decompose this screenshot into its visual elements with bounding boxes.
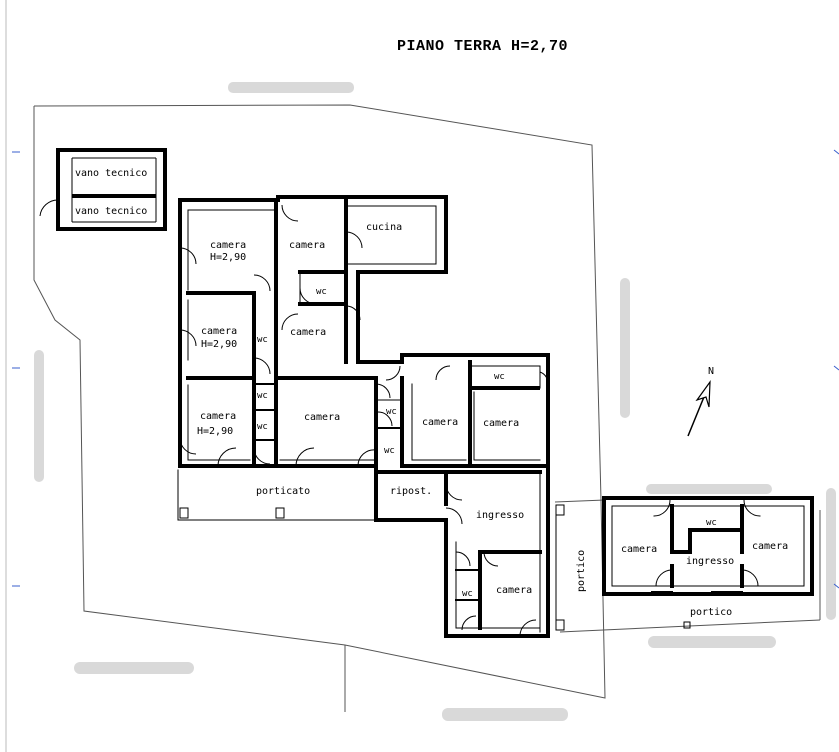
door-swings	[179, 204, 549, 637]
area-label-portico-vertical: portico	[576, 550, 587, 592]
room-label-wc-g: wc	[494, 372, 505, 382]
room-label-wc-h: wc	[462, 589, 473, 599]
room-label-wc-e: wc	[386, 407, 397, 417]
room-label-cucina: cucina	[366, 222, 402, 233]
room-label-camera-g: camera	[422, 417, 458, 428]
property-boundary	[33, 104, 606, 699]
room-label-camera-i: camera	[496, 585, 532, 596]
room-label-camera-h: camera	[483, 418, 519, 429]
room-label-wc-c: wc	[257, 391, 268, 401]
room-label-ingresso: ingresso	[476, 510, 524, 521]
room-label-wc-b: wc	[257, 335, 268, 345]
room-height-camera-c: H=2,90	[197, 426, 233, 437]
annex-walls	[602, 496, 814, 629]
room-label-vano-tecnico-1: vano tecnico	[75, 168, 147, 179]
room-label-wc-a: wc	[316, 287, 327, 297]
north-arrow	[687, 380, 711, 437]
room-label-camera-d: camera	[289, 240, 325, 251]
room-height-camera-b: H=2,90	[201, 339, 237, 350]
area-label-porticato: porticato	[256, 486, 310, 497]
room-label-wc-f: wc	[384, 446, 395, 456]
margin-ticks	[12, 149, 839, 589]
north-label: N	[708, 366, 714, 377]
room-label-camera-b: camera	[201, 326, 237, 337]
vano-tecnico-block	[39, 148, 167, 231]
room-label-camera-c: camera	[200, 411, 236, 422]
room-label-ripost: ripost.	[390, 486, 432, 497]
room-label-camera-j: camera	[621, 544, 657, 555]
room-label-vano-tecnico-2: vano tecnico	[75, 206, 147, 217]
room-label-camera-f: camera	[304, 412, 340, 423]
drawing-title: PIANO TERRA H=2,70	[397, 38, 568, 55]
room-label-camera-a: camera	[210, 240, 246, 251]
room-label-camera-e: camera	[290, 327, 326, 338]
room-height-camera-a: H=2,90	[210, 252, 246, 263]
room-label-wc-i: wc	[706, 518, 717, 528]
redaction-marks	[34, 82, 836, 721]
room-label-wc-d: wc	[257, 422, 268, 432]
area-label-portico-horizontal: portico	[690, 607, 732, 618]
room-label-camera-k: camera	[752, 541, 788, 552]
room-label-ingresso-2: ingresso	[686, 556, 734, 567]
main-house-walls	[177, 195, 565, 638]
